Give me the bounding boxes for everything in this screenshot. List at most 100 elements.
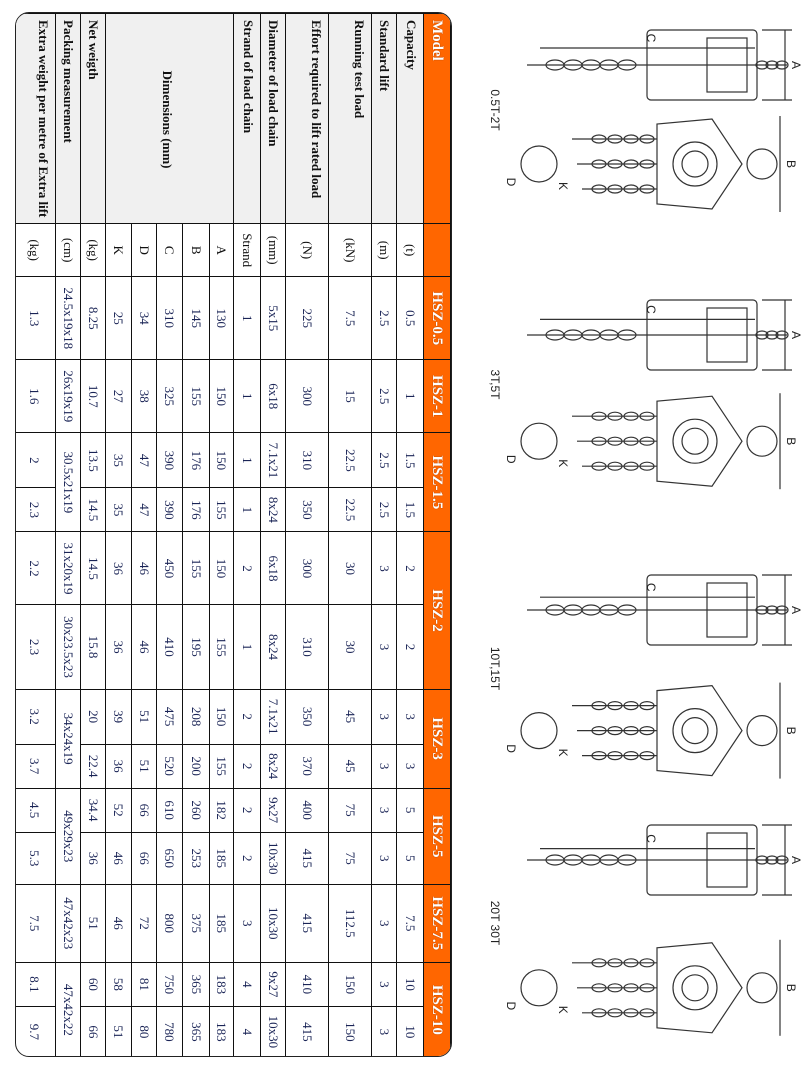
value-cell: 4: [233, 1006, 261, 1057]
side-view: [527, 824, 792, 896]
value-cell: 3: [371, 1006, 397, 1057]
side-view: [527, 29, 792, 101]
value-cell: 195: [182, 604, 210, 690]
value-cell: 350: [285, 689, 329, 745]
row-label: Strand of load chain: [233, 13, 261, 224]
value-cell: 415: [285, 1006, 329, 1057]
dim-a-label: A: [789, 606, 803, 614]
value-cell: 650: [156, 832, 183, 885]
value-cell: 3: [371, 788, 397, 833]
value-cell: 2.5: [371, 276, 397, 360]
dim-b-label: B: [784, 727, 798, 735]
row-unit: B: [182, 223, 210, 277]
row-unit: (kg): [15, 223, 56, 277]
value-cell: 9x27: [260, 788, 286, 833]
dim-d-label: D: [504, 1001, 518, 1010]
value-cell: 24.5x19x18: [55, 276, 81, 360]
value-cell: 182: [209, 788, 234, 833]
row-unit: (kg): [80, 223, 106, 277]
dimensions-label: Dimensions (mm): [105, 13, 234, 224]
value-cell: 14.5: [80, 487, 106, 532]
value-cell: 36: [105, 531, 132, 605]
value-cell: 51: [131, 689, 157, 745]
dim-k-label: K: [556, 182, 570, 190]
value-cell: 150: [328, 962, 372, 1007]
value-cell: 3: [396, 744, 424, 789]
value-cell: 1.3: [15, 276, 56, 360]
dim-a-label: A: [789, 331, 803, 339]
value-cell: 66: [131, 832, 157, 885]
value-cell: 2: [15, 432, 56, 488]
value-cell: 3: [371, 604, 397, 690]
value-cell: 300: [285, 531, 329, 605]
value-cell: 475: [156, 689, 183, 745]
model-header: Model: [423, 13, 451, 224]
value-cell: 2.3: [15, 487, 56, 532]
front-view: [520, 596, 781, 779]
value-cell: 8x24: [260, 604, 286, 690]
dim-c-label: C: [644, 34, 658, 43]
value-cell: 36: [105, 604, 132, 690]
value-cell: 1.5: [396, 432, 424, 488]
value-cell: 350: [285, 487, 329, 532]
value-cell: 51: [80, 884, 106, 963]
value-cell: 22.5: [328, 432, 372, 488]
value-cell: 75: [328, 832, 372, 885]
value-cell: 176: [182, 487, 210, 532]
value-cell: 66: [131, 788, 157, 833]
row-unit: Strand: [233, 223, 261, 277]
value-cell: 34: [131, 276, 157, 360]
dim-b-label: B: [784, 437, 798, 445]
value-cell: 10.7: [80, 359, 106, 433]
value-cell: 35: [105, 432, 132, 488]
value-cell: 58: [105, 962, 132, 1007]
value-cell: 2: [233, 689, 261, 745]
value-cell: 800: [156, 884, 183, 963]
value-cell: 150: [209, 432, 234, 488]
value-cell: 185: [209, 832, 234, 885]
model-name-header: HSZ-1: [423, 359, 451, 433]
value-cell: 750: [156, 962, 183, 1007]
value-cell: 3.7: [15, 744, 56, 789]
row-unit: (N): [285, 223, 329, 277]
dim-k-label: K: [556, 1006, 570, 1014]
value-cell: 10x30: [260, 832, 286, 885]
value-cell: 3: [396, 689, 424, 745]
value-cell: 49x29x23: [55, 788, 81, 885]
value-cell: 155: [209, 487, 234, 532]
value-cell: 2.5: [371, 432, 397, 488]
value-cell: 2: [233, 744, 261, 789]
value-cell: 34x24x19: [55, 689, 81, 789]
value-cell: 1: [233, 359, 261, 433]
value-cell: 72: [131, 884, 157, 963]
value-cell: 7.1x21: [260, 689, 286, 745]
value-cell: 15.8: [80, 604, 106, 690]
value-cell: 370: [285, 744, 329, 789]
value-cell: 1.6: [15, 359, 56, 433]
value-cell: 0.5: [396, 276, 424, 360]
value-cell: 26x19x19: [55, 359, 81, 433]
value-cell: 410: [285, 962, 329, 1007]
value-cell: 9.7: [15, 1006, 56, 1057]
value-cell: 5: [396, 832, 424, 885]
value-cell: 3.2: [15, 689, 56, 745]
value-cell: 365: [182, 1006, 210, 1057]
model-name-header: HSZ-0.5: [423, 276, 451, 360]
table-row: Extra weight per metre of Extra lift(kg)…: [15, 13, 56, 1057]
value-cell: 7.5: [15, 884, 56, 963]
row-unit: C: [156, 223, 183, 277]
unit-header: [423, 223, 451, 277]
value-cell: 34.4: [80, 788, 106, 833]
row-label: Capacity: [396, 13, 424, 224]
value-cell: 7.1x21: [260, 432, 286, 488]
value-cell: 112.5: [328, 884, 372, 963]
value-cell: 185: [209, 884, 234, 963]
model-name-header: HSZ-1.5: [423, 432, 451, 532]
value-cell: 150: [328, 1006, 372, 1057]
value-cell: 415: [285, 884, 329, 963]
